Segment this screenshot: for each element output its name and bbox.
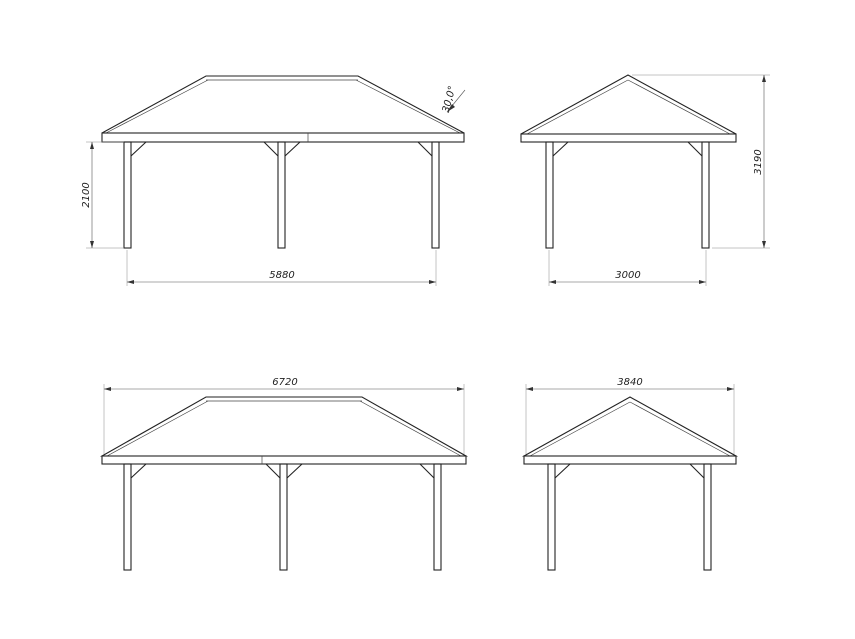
width-label: 3000: [615, 270, 640, 281]
fascia-board: [520, 133, 737, 143]
roof-edge-left: [106, 400, 209, 457]
roof-edge-right: [629, 401, 731, 457]
post-right: [703, 463, 712, 571]
post-left: [547, 463, 556, 571]
brace: [552, 141, 569, 157]
fascia-board: [101, 455, 467, 465]
brace: [417, 141, 433, 157]
post-right: [701, 141, 710, 249]
length-label: 6720: [272, 377, 297, 388]
front-view-large: 6720: [99, 377, 469, 571]
roof-gable-side-large: [521, 396, 739, 457]
side-view-small: 3190 3000: [520, 74, 770, 286]
length-label: 5880: [269, 270, 294, 281]
roof-gable-side-small: [520, 74, 737, 135]
post-left: [545, 141, 554, 249]
post-left: [123, 141, 132, 249]
post-left: [123, 463, 132, 571]
height-label: 3190: [753, 149, 764, 174]
brace: [130, 141, 147, 157]
post-middle: [277, 141, 286, 249]
front-view-small: 2100 5880 30,0°: [81, 75, 466, 286]
post-right: [433, 463, 442, 571]
brace: [265, 463, 281, 479]
post-right: [431, 141, 440, 249]
brace: [263, 141, 279, 157]
width-label: 3840: [617, 377, 642, 388]
roof-edge-right: [355, 79, 461, 134]
roof-hip-front-small: [101, 75, 465, 134]
brace: [687, 141, 703, 157]
roof-edge-left: [105, 79, 209, 134]
brace: [419, 463, 435, 479]
roof-edge-right: [359, 400, 462, 457]
post-middle: [279, 463, 288, 571]
brace: [689, 463, 705, 479]
brace: [554, 463, 571, 479]
height-label: 2100: [81, 182, 92, 207]
brace: [130, 463, 147, 479]
roof-edge-right: [627, 79, 731, 135]
brace: [286, 463, 303, 479]
fascia-board: [101, 132, 465, 143]
roof-edge-left: [526, 79, 629, 135]
side-view-large: 3840: [521, 377, 739, 571]
roof-angle-label: 30,0°: [441, 85, 459, 114]
fascia-board: [523, 455, 737, 465]
roof-hip-front-large: [99, 396, 469, 457]
roof-edge-left: [529, 401, 631, 457]
brace: [284, 141, 301, 157]
